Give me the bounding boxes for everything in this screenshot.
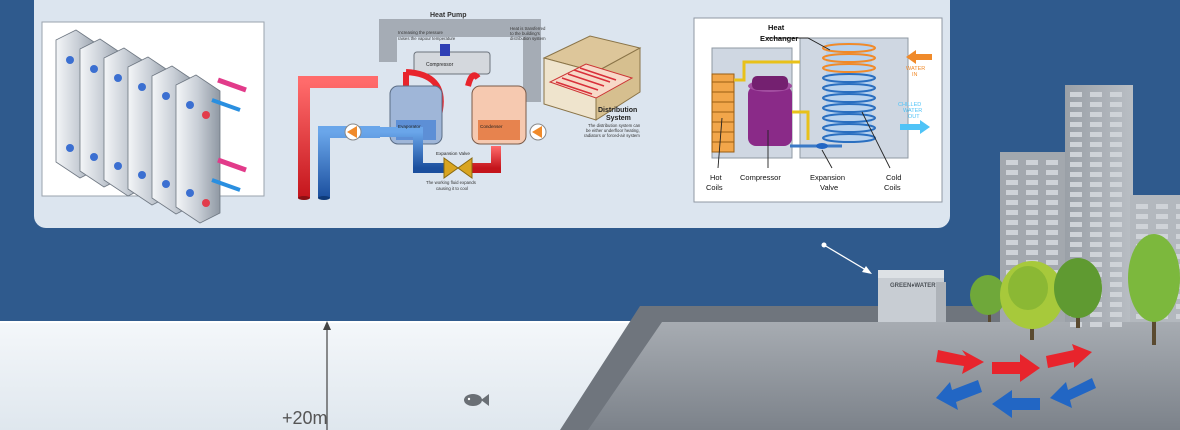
fish-icon	[464, 394, 489, 406]
hp-compressor-label: Compressor	[426, 62, 454, 68]
sea-area	[0, 321, 640, 430]
ch-chilled-2: WATER	[903, 108, 922, 114]
hp-distribution-note-2: be either underfloor heating,	[586, 128, 640, 133]
hp-title: Heat Pump	[430, 12, 467, 19]
hp-note-fluid-2: causing it to cool	[436, 186, 468, 191]
hp-note-transfer-1: Heat is transferred	[510, 26, 546, 31]
hp-distribution-2: System	[606, 115, 631, 122]
ch-expansion-2: Valve	[820, 183, 838, 192]
ch-chilled-1: CHILLED	[898, 102, 921, 108]
plate-heat-exchanger-diagram	[41, 21, 265, 224]
hp-expansion-label: Expansion Valve	[436, 151, 470, 156]
compressor-unit	[413, 51, 491, 75]
plant-sign: GREEN♦WATER	[890, 283, 936, 289]
quay-land	[560, 306, 1180, 430]
ch-cold-coils-2: Coils	[884, 183, 901, 192]
hp-note-pressure-1: Increasing the pressure	[398, 30, 444, 35]
hp-distribution-1: Distribution	[598, 107, 637, 114]
heat-pump-diagram	[298, 19, 642, 200]
hp-note-pressure-2: raises the vapour temperature	[398, 36, 456, 41]
hp-evaporator-label: Evaporator	[398, 124, 421, 129]
callout-pointer	[821, 242, 872, 274]
ch-cold-coils-1: Cold	[886, 173, 901, 182]
hp-distribution-note-3: radiators or forced-air system	[584, 133, 640, 138]
ch-heat-exchanger-1: Heat	[768, 23, 785, 32]
greenwater-plant	[878, 270, 946, 322]
hp-note-transfer-2: to the building's	[510, 31, 540, 36]
hp-condenser-label: Condenser	[480, 124, 503, 129]
warm-flow-arrows	[936, 344, 1092, 382]
depth-label: +20m	[282, 408, 328, 428]
ch-chilled-3: OUT	[908, 114, 920, 120]
ch-heat-exchanger-2: Exchanger	[760, 34, 798, 43]
ch-expansion-1: Expansion	[810, 173, 845, 182]
ch-compressor: Compressor	[740, 173, 781, 182]
ch-hot-coils-1: Hot	[710, 173, 723, 182]
hp-note-transfer-3: distribution system	[510, 36, 546, 41]
hp-distribution-note-1: The distribution system can	[588, 123, 641, 128]
cold-flow-arrows	[936, 378, 1096, 418]
hp-note-fluid-1: The working fluid expands	[426, 180, 476, 185]
ch-water-in-2: IN	[912, 72, 918, 78]
ch-hot-coils-2: Coils	[706, 183, 723, 192]
ch-water-in-1: WATER	[906, 66, 925, 72]
depth-arrow	[323, 321, 331, 430]
chiller-diagram	[693, 17, 943, 203]
trees	[970, 234, 1180, 345]
